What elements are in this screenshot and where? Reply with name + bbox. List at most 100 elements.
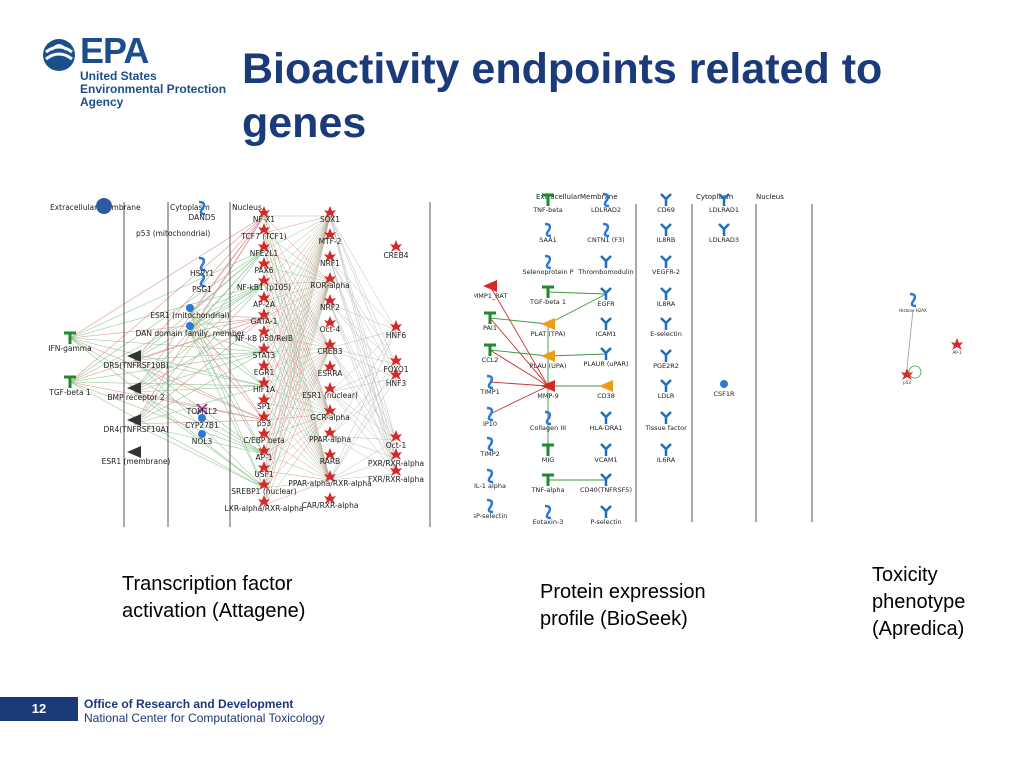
node-icon-mmp-9 <box>541 380 555 392</box>
node-label-creb4: CREB4 <box>383 251 408 260</box>
edge <box>133 317 265 425</box>
node-label-plat-tpa: PLAT (TPA) <box>531 330 566 338</box>
node-label-fxr-rxr-alpha: FXR/RXR-alpha <box>368 475 424 484</box>
edge <box>263 232 331 283</box>
edge <box>263 249 331 283</box>
node-label-e-selectin: E-selectin <box>650 330 682 338</box>
edge <box>263 413 331 421</box>
edge <box>189 331 265 353</box>
node-label-cd69: CD69 <box>657 206 675 214</box>
node-icon-dr5-tnfrsf10b <box>127 350 141 362</box>
node-label-cd38: CD38 <box>597 392 615 400</box>
edge <box>263 281 331 285</box>
edge <box>69 337 265 353</box>
edge <box>263 266 331 481</box>
edge <box>263 347 331 472</box>
edge <box>263 215 331 285</box>
edge <box>263 317 331 481</box>
node-label-cytoplasm: Cytoplasm <box>170 203 210 212</box>
node-label-cytoplasm: Cytoplasm <box>696 193 733 201</box>
node-label-nol3: NOL3 <box>192 437 213 446</box>
node-icon-oct-1 <box>390 430 402 442</box>
node-icon-ccl2 <box>484 343 496 356</box>
edge <box>189 249 265 315</box>
edge <box>263 215 331 455</box>
edge <box>263 413 331 438</box>
node-label-p53: p53 <box>257 419 272 428</box>
edge <box>263 215 331 506</box>
node-icon-ap-1 <box>951 338 963 350</box>
node-label-bmp-receptor-2: BMP receptor 2 <box>107 393 165 402</box>
node-icon-hif1a <box>258 376 270 388</box>
edge <box>263 347 331 438</box>
edge <box>69 317 265 339</box>
edge <box>329 329 397 393</box>
edge <box>263 413 331 506</box>
edge <box>263 334 331 481</box>
edge <box>189 313 265 455</box>
node-label-oct-1: Oct-1 <box>386 441 407 450</box>
node-icon-egfr <box>600 287 612 300</box>
edge <box>133 317 265 361</box>
node-label-dr4-tnfrsf10a: DR4(TNFRSF10A) <box>103 425 168 434</box>
edge <box>547 293 607 325</box>
edge <box>263 232 331 349</box>
node-label-lxr-alpha-rxr-alpha: LXR-alpha/RXR-alpha <box>225 504 304 513</box>
node-label-ap-2a: AP-2A <box>253 300 276 309</box>
node-label-thrombomodulin: Thrombomodulin <box>577 268 633 276</box>
edge <box>263 281 331 404</box>
node-icon-ap-1 <box>258 444 270 456</box>
caption-toxicity-line-1: Toxicity <box>872 564 938 586</box>
edge <box>263 232 331 481</box>
edge <box>263 402 331 481</box>
edge <box>329 435 397 441</box>
node-icon-tissue-factor <box>660 411 672 424</box>
edge <box>263 347 331 353</box>
node-icon-esr1-membrane <box>127 446 141 458</box>
edge <box>329 391 397 475</box>
node-icon-dr4-tnfrsf10a <box>127 414 141 426</box>
node-icon-mmp1-rat <box>483 280 497 292</box>
edge <box>263 232 331 415</box>
node-icon-cd38 <box>599 380 613 392</box>
node-icon-mtf-2 <box>324 228 336 240</box>
edge <box>69 351 265 383</box>
edge <box>133 283 265 393</box>
edge <box>133 419 265 425</box>
edge <box>329 363 397 393</box>
edge <box>263 249 331 415</box>
edge <box>263 368 331 481</box>
edge <box>133 351 265 393</box>
node-icon-vegfr-2 <box>660 255 672 268</box>
edge <box>329 303 397 379</box>
edge <box>263 215 331 336</box>
edge <box>547 353 607 357</box>
edge <box>329 435 397 475</box>
node-icon-nf-kb-p50-relb <box>258 325 270 337</box>
edge <box>489 285 549 387</box>
edge <box>263 317 331 349</box>
node-label-pge2r2: PGE2R2 <box>653 362 679 370</box>
edge <box>263 215 331 353</box>
edge <box>189 283 265 333</box>
self-loop-edge <box>908 365 922 379</box>
node-icon-eotaxin-3 <box>544 504 552 520</box>
edge <box>263 215 331 472</box>
node-icon-dand5 <box>198 200 206 216</box>
edge <box>69 337 265 489</box>
edge <box>263 347 331 506</box>
edge <box>263 283 331 481</box>
edge <box>189 215 265 333</box>
node-label-nfe2l1: NFE2L1 <box>250 249 279 258</box>
node-label-tcf7-tcf1: TCF7 (TCF1) <box>240 232 286 241</box>
node-icon-gcr-alpha <box>324 404 336 416</box>
node-label-pxr-rxr-alpha: PXR/RXR-alpha <box>368 459 424 468</box>
node-icon-foxo1 <box>390 354 402 366</box>
edge <box>133 351 265 361</box>
node-icon-esr1-nuclear <box>324 382 336 394</box>
edge <box>263 215 331 404</box>
node-label-esr1-membrane: ESR1 (membrane) <box>102 457 171 466</box>
edge <box>133 249 265 425</box>
edge <box>329 439 397 481</box>
